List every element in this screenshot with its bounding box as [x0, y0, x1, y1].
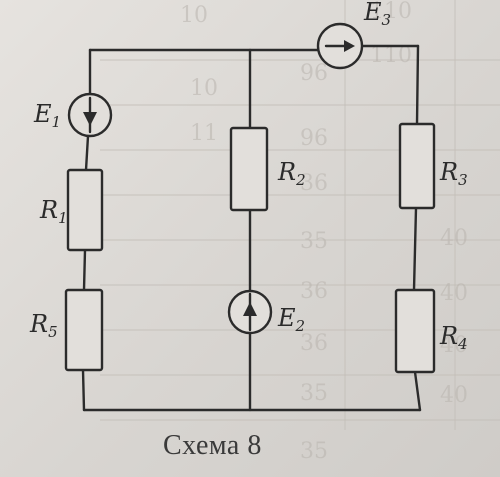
left-wire-a [84, 134, 90, 172]
table-cell: 96 [300, 126, 328, 151]
label-r4: R4 [439, 322, 468, 353]
table-cell: 10 [180, 3, 208, 28]
table-cell: 36 [300, 171, 328, 196]
label-e1: E1 [33, 100, 61, 131]
right-wire-bottom [413, 370, 422, 412]
table-cell: 11 [190, 121, 218, 146]
table-cell: 35 [300, 229, 328, 254]
label-r5: R5 [29, 310, 58, 341]
label-e2: E2 [277, 304, 305, 335]
table-cell: 40 [440, 333, 468, 358]
right-wire-top [415, 44, 420, 126]
table-cell: 96 [300, 61, 328, 86]
r3-resistor [398, 122, 436, 210]
table-cell: 40 [440, 281, 468, 306]
table-cell: 36 [300, 279, 328, 304]
r2-resistor [229, 126, 269, 212]
e1-source-icon [67, 92, 113, 138]
r4-resistor [394, 288, 436, 374]
e2-source-icon [227, 289, 273, 335]
left-wire-b [82, 248, 87, 292]
diagram-caption: Схема 8 [163, 430, 262, 461]
e3-source-icon [316, 22, 364, 70]
label-r3: R3 [439, 158, 468, 189]
table-cell: 35 [300, 439, 328, 464]
table-cell: 35 [300, 381, 328, 406]
label-e3: E3 [363, 0, 391, 29]
table-cell: 40 [440, 383, 468, 408]
table-cell: 10 [190, 76, 218, 101]
table-cell: 110 [370, 0, 412, 24]
right-wire-mid [412, 206, 418, 292]
r1-resistor [66, 168, 104, 252]
table-cell: 36 [300, 331, 328, 356]
label-r2: R2 [277, 158, 306, 189]
table-cell: 40 [440, 226, 468, 251]
left-wire-bottom [81, 368, 86, 412]
r5-resistor [64, 288, 104, 372]
label-r1: R1 [39, 196, 68, 227]
